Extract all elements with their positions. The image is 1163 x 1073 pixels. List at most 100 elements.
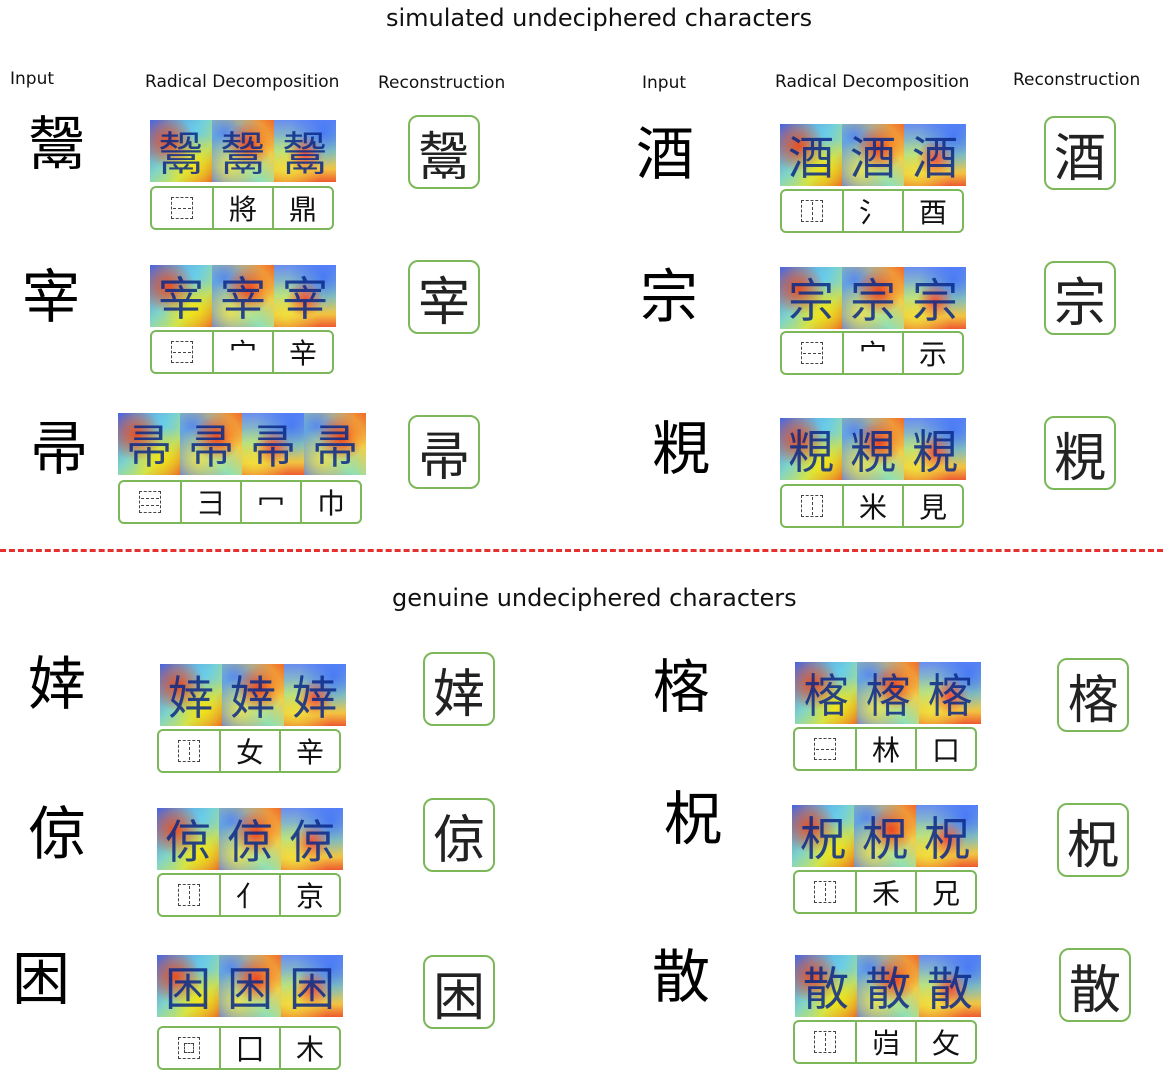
radical-boxes: 將鼎 bbox=[150, 186, 334, 230]
input-glyph: 楁 bbox=[652, 653, 711, 721]
heatmap-tile: 宰 bbox=[274, 265, 336, 327]
radical-box: 亻 bbox=[219, 875, 279, 915]
heatmap-strip: 宰宰宰 bbox=[150, 265, 336, 327]
radical-box: 辛 bbox=[279, 731, 339, 771]
input-glyph: 散 bbox=[652, 943, 711, 1011]
heatmap-glyph: 鬶 bbox=[220, 127, 266, 181]
radical-boxes: 林口 bbox=[793, 727, 977, 771]
structure-layout-icon bbox=[178, 884, 200, 906]
heatmap-tile: 宰 bbox=[150, 265, 212, 327]
header-decomposition-right: Radical Decomposition bbox=[775, 72, 970, 92]
heatmap-glyph: 楁 bbox=[803, 669, 849, 723]
heatmap-glyph: 宗 bbox=[788, 274, 834, 328]
radical-box: 囗 bbox=[219, 1028, 279, 1068]
input-glyph: 倞 bbox=[28, 800, 87, 868]
heatmap-tile: 粯 bbox=[780, 418, 842, 480]
heatmap-tile: 鬶 bbox=[212, 120, 274, 182]
radical-boxes: 亻京 bbox=[157, 873, 341, 917]
layout-box bbox=[159, 875, 219, 915]
heatmap-glyph: 粯 bbox=[850, 425, 896, 479]
heatmap-tile: 困 bbox=[219, 955, 281, 1017]
input-glyph: 宗 bbox=[640, 263, 699, 331]
heatmap-tile: 帚 bbox=[304, 413, 366, 475]
layout-box bbox=[152, 188, 212, 228]
radical-boxes: 宀示 bbox=[780, 331, 964, 375]
reconstruction-box: 婞 bbox=[423, 652, 495, 726]
structure-layout-icon bbox=[814, 881, 836, 903]
input-glyph: 酒 bbox=[636, 120, 695, 188]
radical-boxes: 彐冖巾 bbox=[118, 480, 362, 524]
heatmap-tile: 散 bbox=[857, 955, 919, 1017]
heatmap-tile: 散 bbox=[919, 955, 981, 1017]
structure-layout-icon bbox=[171, 341, 193, 363]
section-divider bbox=[0, 549, 1163, 552]
input-glyph: 帚 bbox=[30, 415, 89, 483]
heatmap-glyph: 酒 bbox=[850, 131, 896, 185]
radical-boxes: 囗木 bbox=[157, 1026, 341, 1070]
heatmap-glyph: 酒 bbox=[788, 131, 834, 185]
heatmap-glyph: 柷 bbox=[800, 812, 846, 866]
heatmap-tile: 粯 bbox=[904, 418, 966, 480]
radical-box: 示 bbox=[902, 333, 962, 373]
input-glyph: 粯 bbox=[652, 415, 711, 483]
reconstruction-box: 楁 bbox=[1057, 658, 1129, 732]
heatmap-glyph: 困 bbox=[289, 962, 335, 1016]
radical-box: 米 bbox=[842, 486, 902, 526]
heatmap-strip: 困困困 bbox=[157, 955, 343, 1017]
structure-layout-icon bbox=[139, 491, 161, 513]
heatmap-tile: 酒 bbox=[780, 124, 842, 186]
heatmap-tile: 倞 bbox=[219, 808, 281, 870]
radical-boxes: 米見 bbox=[780, 484, 964, 528]
heatmap-tile: 宗 bbox=[780, 267, 842, 329]
reconstruction-box: 散 bbox=[1059, 948, 1131, 1022]
reconstruction-box: 宗 bbox=[1044, 261, 1116, 335]
reconstruction-box: 倞 bbox=[423, 798, 495, 872]
radical-box: 酉 bbox=[902, 191, 962, 231]
heatmap-strip: 倞倞倞 bbox=[157, 808, 343, 870]
heatmap-strip: 婞婞婞 bbox=[160, 664, 346, 726]
heatmap-tile: 宰 bbox=[212, 265, 274, 327]
heatmap-strip: 宗宗宗 bbox=[780, 267, 966, 329]
radical-box: 攵 bbox=[915, 1022, 975, 1062]
heatmap-tile: 困 bbox=[157, 955, 219, 1017]
layout-box bbox=[795, 729, 855, 769]
radical-box: 巾 bbox=[300, 482, 360, 522]
heatmap-glyph: 帚 bbox=[126, 420, 172, 474]
heatmap-glyph: 酒 bbox=[912, 131, 958, 185]
heatmap-tile: 柷 bbox=[854, 805, 916, 867]
header-input-right: Input bbox=[642, 73, 687, 93]
reconstruction-box: 困 bbox=[423, 955, 495, 1029]
layout-box bbox=[159, 731, 219, 771]
radical-box: 兄 bbox=[915, 872, 975, 912]
heatmap-glyph: 困 bbox=[227, 962, 273, 1016]
heatmap-glyph: 柷 bbox=[862, 812, 908, 866]
heatmap-glyph: 宰 bbox=[220, 272, 266, 326]
header-input-left: Input bbox=[10, 69, 55, 89]
input-glyph: 困 bbox=[12, 945, 71, 1013]
heatmap-glyph: 鬶 bbox=[158, 127, 204, 181]
input-glyph: 婞 bbox=[28, 650, 87, 718]
heatmap-tile: 婞 bbox=[284, 664, 346, 726]
radical-box: 女 bbox=[219, 731, 279, 771]
heatmap-tile: 楁 bbox=[795, 662, 857, 724]
heatmap-glyph: 帚 bbox=[312, 420, 358, 474]
heatmap-tile: 粯 bbox=[842, 418, 904, 480]
heatmap-tile: 帚 bbox=[118, 413, 180, 475]
heatmap-glyph: 帚 bbox=[250, 420, 296, 474]
radical-box: 冖 bbox=[240, 482, 300, 522]
radical-box: 氵 bbox=[842, 191, 902, 231]
heatmap-glyph: 婞 bbox=[168, 671, 214, 725]
heatmap-tile: 散 bbox=[795, 955, 857, 1017]
structure-layout-icon bbox=[178, 740, 200, 762]
heatmap-tile: 酒 bbox=[904, 124, 966, 186]
heatmap-glyph: 倞 bbox=[165, 815, 211, 869]
layout-box bbox=[159, 1028, 219, 1068]
heatmap-glyph: 宗 bbox=[850, 274, 896, 328]
input-glyph: 柷 bbox=[664, 785, 723, 853]
layout-box bbox=[152, 332, 212, 372]
heatmap-tile: 婞 bbox=[160, 664, 222, 726]
heatmap-tile: 宗 bbox=[904, 267, 966, 329]
heatmap-tile: 宗 bbox=[842, 267, 904, 329]
radical-box: 木 bbox=[279, 1028, 339, 1068]
radical-boxes: 宀辛 bbox=[150, 330, 334, 374]
